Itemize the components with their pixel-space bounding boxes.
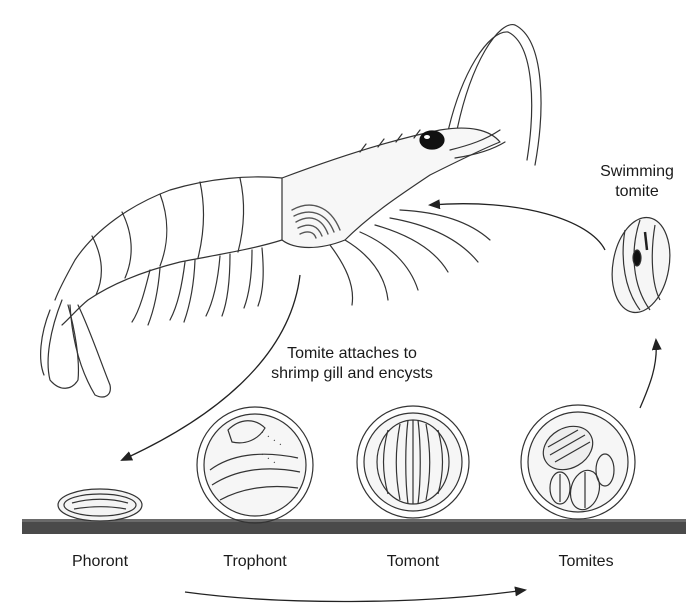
arrow-bottom-cycle	[185, 590, 525, 602]
swimming-tomite-line2: tomite	[592, 182, 682, 202]
swimming-tomite-cell	[605, 213, 677, 317]
shrimp-illustration	[41, 25, 541, 397]
attach-caption: Tomite attaches to shrimp gill and encys…	[252, 344, 452, 384]
stage-label-phoront: Phoront	[40, 552, 160, 572]
stage-label-trophont: Trophont	[195, 552, 315, 572]
stage-label-tomites: Tomites	[526, 552, 646, 572]
substrate-ground	[22, 519, 686, 534]
arrow-tomites-to-swimming	[640, 340, 656, 408]
swimming-tomite-label: Swimming tomite	[592, 162, 682, 202]
attach-caption-line1: Tomite attaches to	[252, 344, 452, 364]
trophont-cyst	[197, 407, 313, 523]
cycle-arrows	[122, 204, 656, 602]
stage-label-tomont: Tomont	[353, 552, 473, 572]
tomont-cyst	[357, 406, 469, 518]
swimming-tomite-line1: Swimming	[592, 162, 682, 182]
phoront-cell	[58, 489, 142, 521]
tomites-cyst	[521, 405, 635, 519]
attach-caption-line2: shrimp gill and encysts	[252, 364, 452, 384]
